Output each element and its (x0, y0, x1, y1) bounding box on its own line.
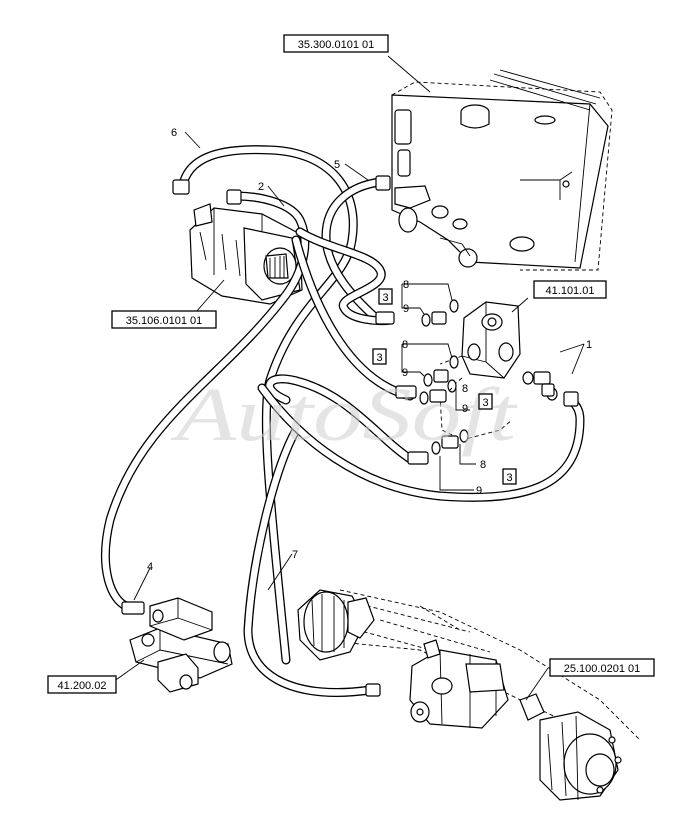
svg-text:3: 3 (382, 292, 388, 304)
hose-6 (177, 145, 358, 665)
seal-group-c (419, 379, 457, 405)
callout-7: 7 (292, 549, 298, 561)
seal-group-a (421, 299, 459, 327)
kit-box-3-c: 3 (478, 393, 493, 410)
svg-text:25.100.0201 01: 25.100.0201 01 (564, 663, 640, 675)
hose-1-return (257, 383, 585, 502)
svg-text:35.300.0101 01: 35.300.0101 01 (298, 39, 374, 51)
callout-8-c: 8 (462, 383, 468, 395)
callout-1: 1 (586, 339, 592, 351)
callout-9-a: 9 (403, 303, 409, 315)
callout-5: 5 (334, 159, 340, 171)
hydraulic-pump (189, 203, 303, 305)
seal-group-d (431, 429, 469, 455)
hose-fittings (121, 175, 579, 697)
callout-4: 4 (147, 561, 153, 573)
hose-tank-return (291, 235, 415, 401)
callout-8-d: 8 (480, 459, 486, 471)
svg-text:41.200.02: 41.200.02 (58, 680, 107, 692)
callout-8-b: 8 (402, 339, 408, 351)
svg-text:3: 3 (506, 472, 512, 484)
valve-block (439, 301, 521, 441)
seal-group-b (423, 355, 459, 387)
callout-2: 2 (258, 181, 264, 193)
ref-box-axle: 25.100.0201 01 (549, 658, 655, 677)
kit-box-3-a: 3 (378, 288, 393, 305)
hydraulic-tank (391, 69, 613, 271)
svg-text:3: 3 (376, 352, 382, 364)
kit-box-3-d: 3 (502, 468, 517, 485)
callout-9-c: 9 (462, 403, 468, 415)
adapter-group-1 (522, 371, 558, 401)
hose-2 (101, 191, 310, 611)
svg-text:35.106.0101 01: 35.106.0101 01 (126, 315, 202, 327)
ref-box-tank: 35.300.0101 01 (283, 34, 389, 53)
callout-6: 6 (171, 127, 177, 139)
svg-text:41.101.01: 41.101.01 (546, 285, 595, 297)
hose-7 (243, 374, 417, 697)
callout-9-b: 9 (402, 367, 408, 379)
callout-9-d: 9 (476, 485, 482, 497)
ref-box-valve-block: 41.101.01 (533, 280, 607, 299)
hose-pump-to-valve (295, 227, 395, 326)
ref-box-control-valve: 41.200.02 (47, 675, 117, 694)
svg-text:3: 3 (482, 397, 488, 409)
rear-axle (297, 589, 641, 801)
hose-5 (321, 177, 385, 323)
callout-labels: 6 2 5 4 7 1 8 9 8 9 8 9 8 9 (147, 127, 592, 573)
ref-box-pump: 35.106.0101 01 (111, 310, 217, 329)
watermark: AutoSoft (170, 373, 519, 457)
callout-8-a: 8 (403, 279, 409, 291)
kit-box-3-b: 3 (372, 348, 387, 365)
control-valve (129, 597, 233, 693)
